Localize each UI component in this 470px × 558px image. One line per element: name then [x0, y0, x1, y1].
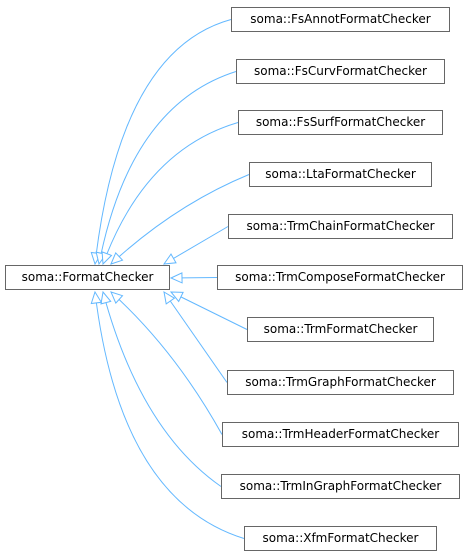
inheritance-arrowhead — [101, 251, 113, 266]
derived-class-node-trmcompose[interactable]: soma::TrmComposeFormatChecker — [217, 265, 463, 290]
inheritance-arrowhead — [163, 291, 176, 305]
inheritance-edge — [102, 122, 239, 265]
inheritance-arrowhead — [169, 272, 183, 284]
inheritance-arrowhead — [110, 291, 124, 305]
inheritance-edge — [110, 291, 223, 435]
derived-class-node-xfm[interactable]: soma::XfmFormatChecker — [244, 526, 437, 551]
inheritance-arrowhead — [169, 291, 184, 303]
inheritance-arrowhead — [110, 251, 124, 265]
derived-class-node-lta[interactable]: soma::LtaFormatChecker — [249, 162, 432, 187]
inheritance-edge — [98, 71, 237, 265]
inheritance-arrowhead — [162, 253, 177, 265]
inheritance-edge — [163, 226, 229, 265]
derived-class-node-trmingraph[interactable]: soma::TrmInGraphFormatChecker — [221, 474, 460, 499]
inheritance-edge — [170, 291, 248, 330]
inheritance-arrowhead — [90, 290, 103, 305]
inheritance-edge — [94, 19, 232, 265]
inheritance-edge — [94, 291, 245, 539]
inheritance-arrowhead — [100, 290, 112, 305]
derived-class-node-trmheader[interactable]: soma::TrmHeaderFormatChecker — [222, 422, 459, 447]
inheritance-edge — [163, 291, 228, 383]
derived-class-node-trmgraph[interactable]: soma::TrmGraphFormatChecker — [227, 370, 454, 395]
derived-class-node-trm[interactable]: soma::TrmFormatChecker — [247, 317, 434, 342]
derived-class-node-fsannot[interactable]: soma::FsAnnotFormatChecker — [231, 7, 450, 32]
derived-class-node-fssurf[interactable]: soma::FsSurfFormatChecker — [238, 110, 443, 135]
derived-class-node-fscurv[interactable]: soma::FsCurvFormatChecker — [236, 59, 445, 84]
inheritance-edge — [110, 174, 250, 265]
inheritance-edge — [102, 291, 222, 487]
derived-class-node-trmchain[interactable]: soma::TrmChainFormatChecker — [228, 214, 453, 239]
base-class-node[interactable]: soma::FormatChecker — [5, 265, 170, 290]
